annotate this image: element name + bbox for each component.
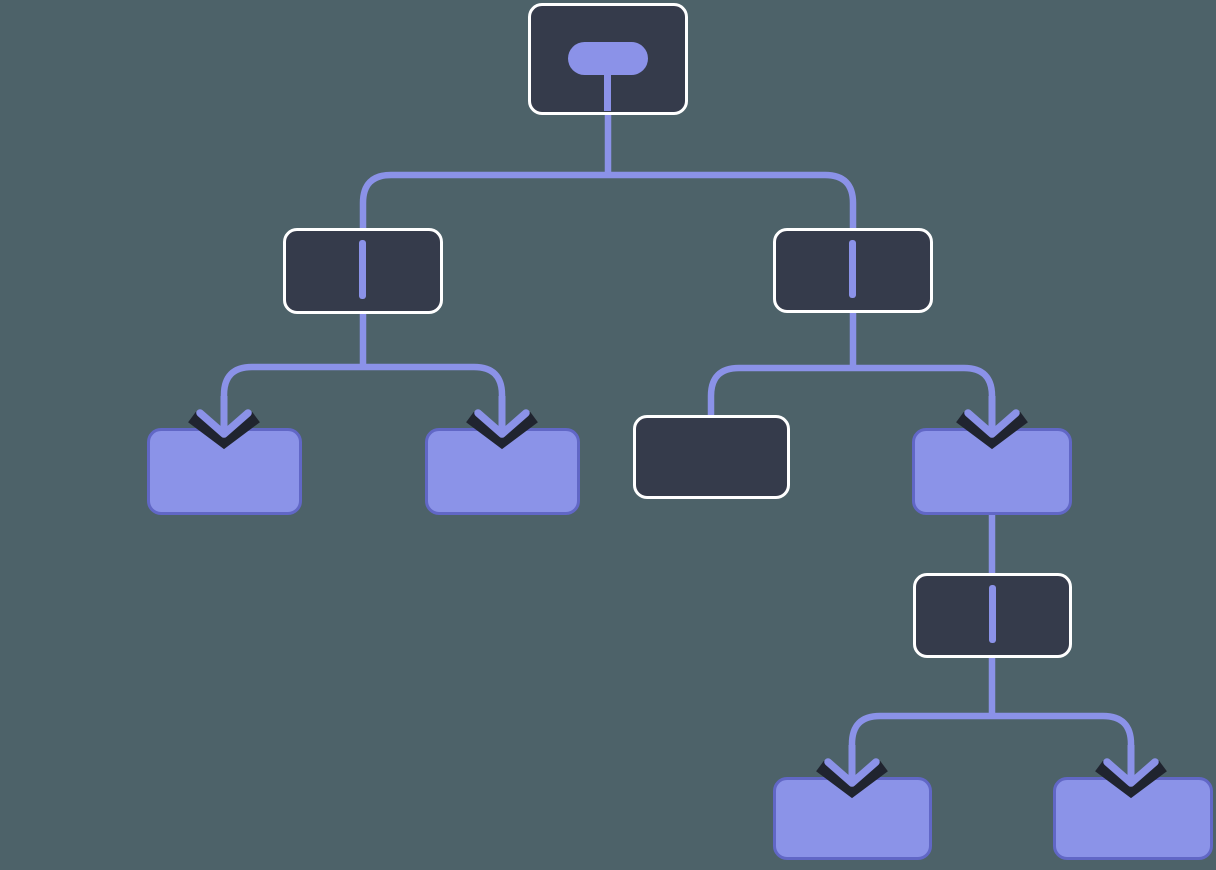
node-branch-right[interactable]: [773, 228, 933, 313]
node-step-dark[interactable]: [633, 415, 790, 499]
node-leaf-3[interactable]: [912, 428, 1072, 515]
node-leaf-1[interactable]: [147, 428, 302, 515]
node-leaf-5[interactable]: [1053, 777, 1213, 860]
vertical-divider-icon: [359, 240, 366, 299]
node-leaf-4[interactable]: [773, 777, 932, 860]
node-leaf-2[interactable]: [425, 428, 580, 515]
vertical-divider-icon: [988, 585, 996, 643]
pill-stem: [604, 74, 611, 111]
node-root[interactable]: [528, 3, 688, 115]
node-branch-lower[interactable]: [913, 573, 1072, 658]
pill-connector-icon: [567, 41, 648, 75]
vertical-divider-icon: [849, 240, 856, 298]
node-branch-left[interactable]: [283, 228, 443, 314]
